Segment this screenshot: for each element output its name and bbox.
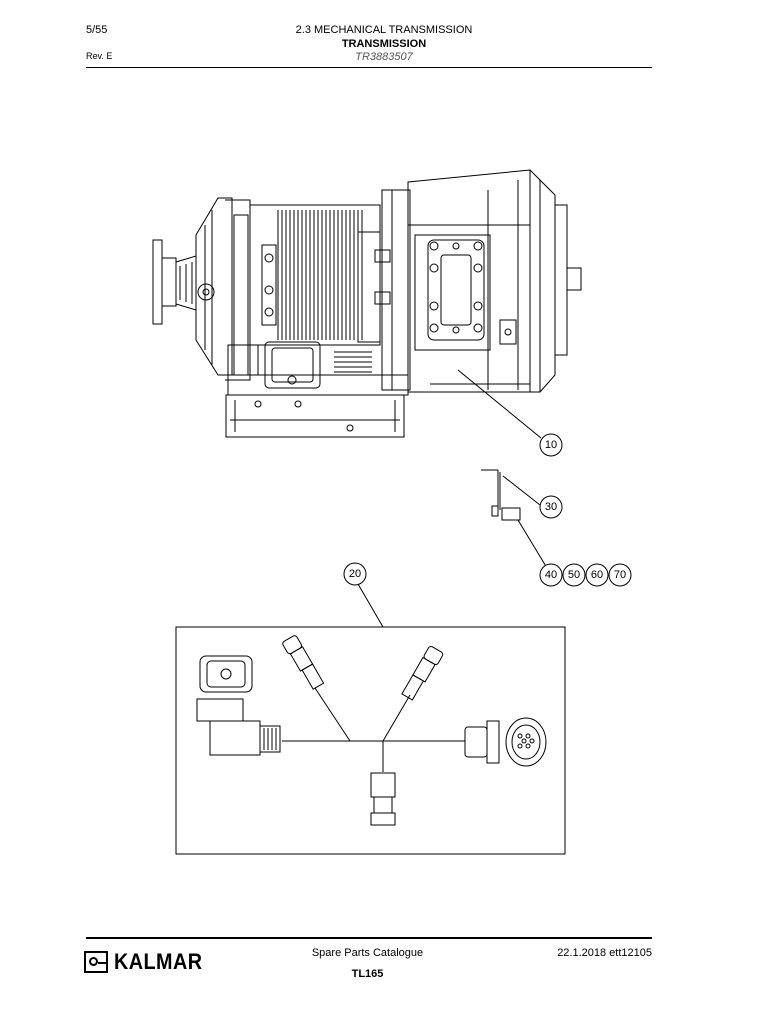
callout-40 bbox=[539, 563, 563, 587]
callout-50 bbox=[562, 563, 586, 587]
wiring-harness bbox=[196, 635, 547, 826]
callout-label-40: 40 bbox=[545, 569, 557, 581]
catalogue-name: Spare Parts Catalogue bbox=[311, 947, 424, 959]
converter-housing bbox=[407, 169, 582, 393]
callout-label-70: 70 bbox=[614, 569, 626, 581]
date-reference: 22.1.2018 ett12105 bbox=[557, 947, 652, 959]
output-flange bbox=[152, 239, 197, 325]
callout-label-50: 50 bbox=[568, 569, 580, 581]
leader-line-20 bbox=[357, 583, 384, 628]
revision-label: Rev. E bbox=[86, 51, 113, 61]
kalmar-logo-icon bbox=[84, 951, 108, 973]
header-rule bbox=[86, 67, 652, 68]
page-title: TRANSMISSION bbox=[341, 38, 427, 50]
callout-30 bbox=[539, 495, 563, 519]
callout-20 bbox=[343, 562, 367, 586]
callout-10 bbox=[539, 433, 563, 457]
brand-name: KALMAR bbox=[114, 949, 203, 974]
model-name: TL165 bbox=[351, 968, 384, 980]
callout-label-10: 10 bbox=[545, 439, 557, 451]
callout-60 bbox=[585, 563, 609, 587]
front-housing bbox=[195, 197, 251, 381]
bracket-part bbox=[481, 469, 548, 569]
harness-detail-frame bbox=[175, 626, 566, 855]
leader-line-10 bbox=[457, 369, 542, 439]
callout-label-60: 60 bbox=[591, 569, 603, 581]
callout-70 bbox=[608, 563, 632, 587]
drawing-code: TR3883507 bbox=[355, 51, 413, 63]
callout-label-20: 20 bbox=[349, 568, 361, 580]
page-number: 5/55 bbox=[86, 24, 108, 36]
ribbed-main-case bbox=[249, 189, 411, 391]
section-title: 2.3 MECHANICAL TRANSMISSION bbox=[295, 24, 473, 36]
kalmar-logo: KALMAR bbox=[84, 949, 212, 975]
footer-rule bbox=[86, 937, 652, 939]
callout-label-30: 30 bbox=[545, 501, 557, 513]
oil-pan bbox=[225, 341, 409, 438]
